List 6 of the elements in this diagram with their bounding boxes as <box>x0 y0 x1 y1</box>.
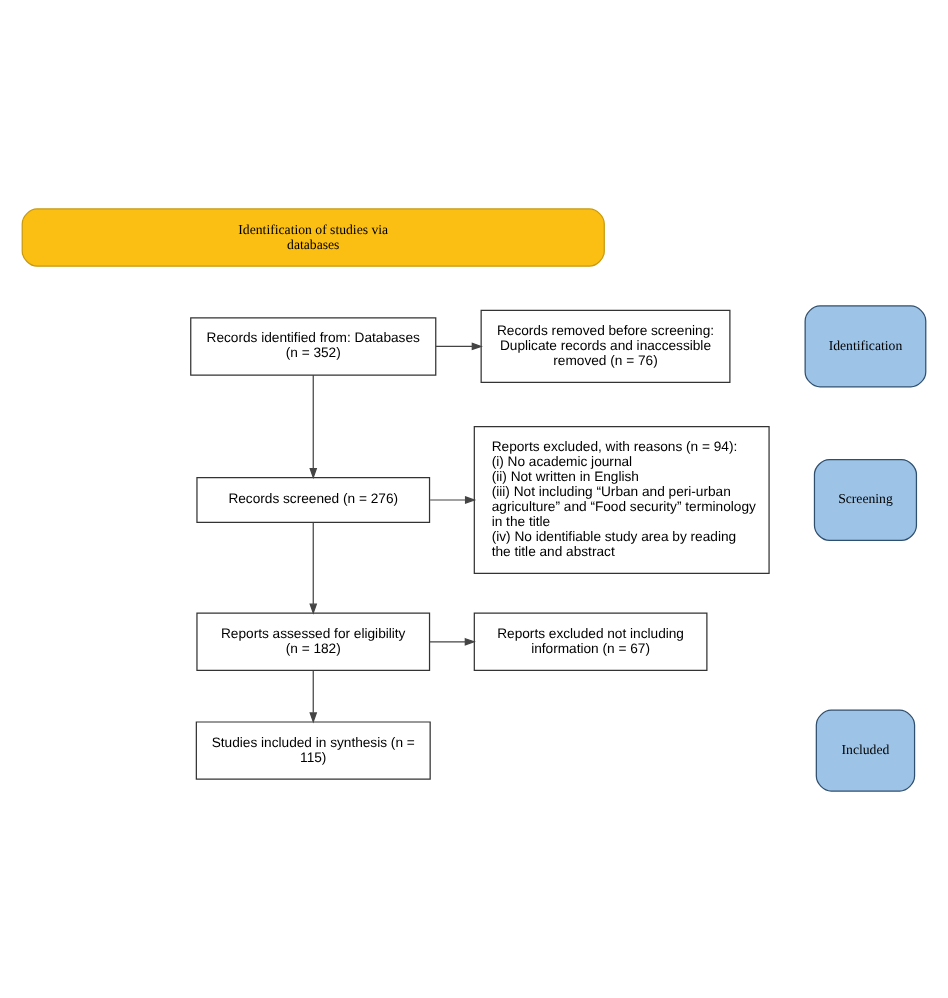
arrow <box>309 373 318 479</box>
arrow <box>429 495 477 503</box>
arrow <box>309 520 318 614</box>
arrow <box>435 341 483 350</box>
arrow <box>429 636 476 645</box>
arrow <box>309 668 318 723</box>
